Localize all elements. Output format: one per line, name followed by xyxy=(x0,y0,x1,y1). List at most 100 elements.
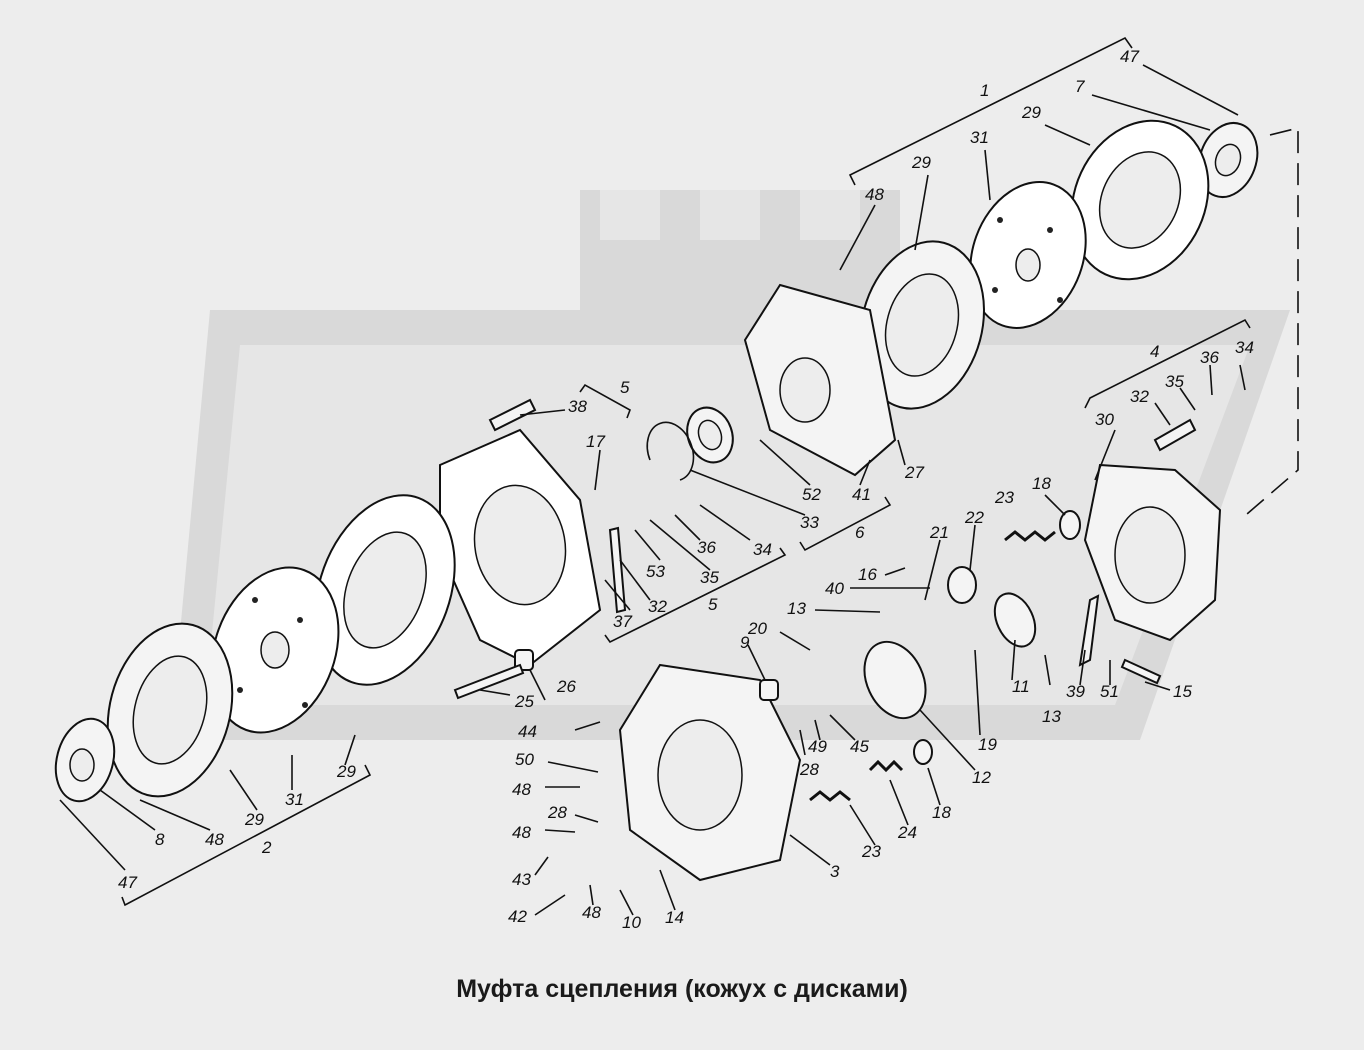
callout: 19 xyxy=(978,735,997,754)
callout: 7 xyxy=(1075,77,1085,96)
callout: 28 xyxy=(547,803,567,822)
callout: 12 xyxy=(972,768,991,787)
part-ring-30 xyxy=(1083,463,1222,642)
callout: 11 xyxy=(1012,677,1030,696)
callout: 42 xyxy=(508,907,527,926)
callout: 13 xyxy=(787,599,806,618)
callout: 32 xyxy=(1130,387,1149,406)
bracket-4 xyxy=(1084,318,1251,409)
callout: 49 xyxy=(808,737,827,756)
callout: 21 xyxy=(929,523,949,542)
part-18 xyxy=(1059,510,1081,540)
callout: 38 xyxy=(568,397,587,416)
part-disc-29-left xyxy=(314,494,456,686)
part-18b xyxy=(913,739,933,765)
part-plate-5 xyxy=(439,428,602,667)
callout: 39 xyxy=(1066,682,1085,701)
callout: 14 xyxy=(665,908,684,927)
part-circlip-33 xyxy=(646,421,695,481)
callout: 8 xyxy=(155,830,165,849)
callout: 5 xyxy=(620,378,630,397)
bracket-5-top xyxy=(579,383,631,419)
callout: 20 xyxy=(747,619,767,638)
callout: 31 xyxy=(970,128,989,147)
part-disc-31-right xyxy=(969,181,1087,329)
part-39 xyxy=(1078,594,1100,667)
part-disc-29-right xyxy=(1070,119,1210,281)
callout: 29 xyxy=(911,153,931,172)
callout: 13 xyxy=(1042,707,1061,726)
part-friction-disc-29-left xyxy=(106,622,234,798)
callout: 29 xyxy=(336,762,356,781)
part-38 xyxy=(488,398,537,432)
callout: 27 xyxy=(904,463,924,482)
callout: 29 xyxy=(244,810,264,829)
part-9 xyxy=(759,679,779,701)
callout: 52 xyxy=(802,485,821,504)
part-15 xyxy=(1120,658,1162,685)
callout: 43 xyxy=(512,870,531,889)
bracket-5-bottom xyxy=(604,547,787,644)
callout: 5 xyxy=(708,595,718,614)
part-disc-31-left xyxy=(210,566,340,734)
callout: 23 xyxy=(994,488,1014,507)
callout: 3 xyxy=(830,862,840,881)
callout: 48 xyxy=(205,830,224,849)
callout: 36 xyxy=(697,538,716,557)
callout: 48 xyxy=(512,780,531,799)
callout-labels: 47 7 1 29 31 29 48 4 36 34 35 32 30 5 38… xyxy=(118,47,1254,932)
diagram-caption: Муфта сцепления (кожух с дисками) xyxy=(456,975,908,1003)
callout: 18 xyxy=(932,803,951,822)
callout: 9 xyxy=(740,633,750,652)
part-22 xyxy=(947,566,977,604)
callout: 15 xyxy=(1173,682,1192,701)
callout: 34 xyxy=(753,540,772,559)
callout: 48 xyxy=(512,823,531,842)
part-bearing-52 xyxy=(686,406,734,464)
callout: 45 xyxy=(850,737,869,756)
callout: 35 xyxy=(700,568,719,587)
callout: 33 xyxy=(800,513,819,532)
callout: 37 xyxy=(613,612,632,631)
callout: 29 xyxy=(1021,103,1041,122)
part-25 xyxy=(453,663,525,700)
part-hub-7 xyxy=(1197,122,1259,198)
callout: 10 xyxy=(622,913,641,932)
callout: 6 xyxy=(855,523,865,542)
callout: 2 xyxy=(261,838,272,857)
callout: 36 xyxy=(1200,348,1219,367)
callout: 48 xyxy=(582,903,601,922)
callout: 22 xyxy=(964,508,984,527)
callout: 47 xyxy=(1120,47,1139,66)
callout: 17 xyxy=(586,432,605,451)
bracket-2 xyxy=(121,764,372,907)
callout: 44 xyxy=(518,722,537,741)
part-11 xyxy=(993,592,1037,648)
callout: 47 xyxy=(118,873,137,892)
part-32-right xyxy=(1153,418,1197,452)
callout: 4 xyxy=(1150,342,1159,361)
callout: 32 xyxy=(648,597,667,616)
part-friction-disc-29 xyxy=(859,240,985,410)
part-cover-41 xyxy=(743,283,897,477)
callout: 24 xyxy=(897,823,917,842)
callout: 30 xyxy=(1095,410,1114,429)
callout: 50 xyxy=(515,750,534,769)
callout: 34 xyxy=(1235,338,1254,357)
bracket-6 xyxy=(799,496,892,552)
callout: 48 xyxy=(865,185,884,204)
callout: 31 xyxy=(285,790,304,809)
dashed-axis xyxy=(1239,126,1299,521)
callout: 1 xyxy=(980,81,989,100)
part-12 xyxy=(863,640,927,720)
callout: 28 xyxy=(799,760,819,779)
callout: 51 xyxy=(1100,682,1119,701)
callout: 41 xyxy=(852,485,871,504)
callout: 40 xyxy=(825,579,844,598)
callout: 16 xyxy=(858,565,877,584)
callout: 53 xyxy=(646,562,665,581)
part-springs xyxy=(809,530,1056,802)
bracket-1 xyxy=(848,36,1133,186)
